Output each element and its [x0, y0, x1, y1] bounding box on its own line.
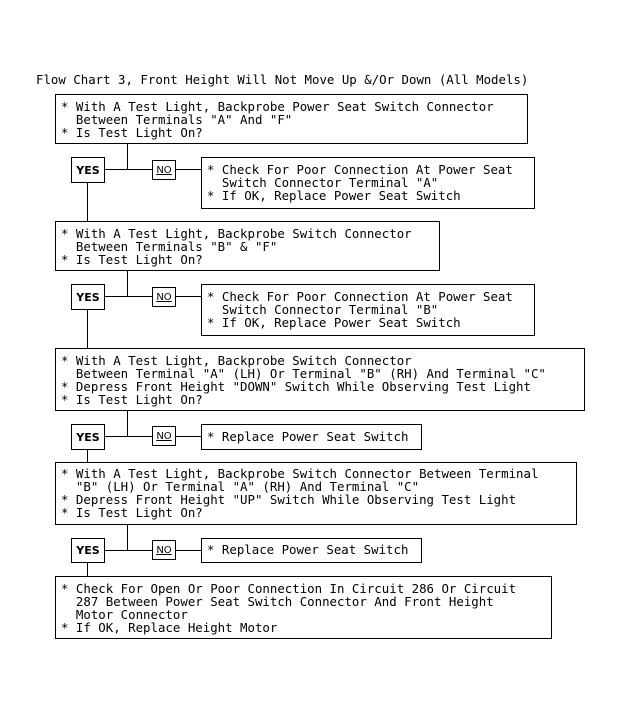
- yes-label-4: YES: [71, 538, 105, 563]
- step-2-line-2: Between Terminals "B" & "F": [61, 239, 278, 254]
- no-label-2-text: NO: [156, 291, 172, 303]
- step-5-line-4: * If OK, Replace Height Motor: [61, 620, 278, 635]
- step-box-1: * With A Test Light, Backprobe Power Sea…: [55, 94, 528, 144]
- connector-line: [87, 310, 88, 348]
- connector-line: [105, 296, 152, 297]
- no-action-2-line-3: * If OK, Replace Power Seat Switch: [207, 315, 461, 330]
- step-2-line-1: * With A Test Light, Backprobe Switch Co…: [61, 226, 412, 241]
- no-action-1-line-1: * Check For Poor Connection At Power Sea…: [207, 162, 513, 177]
- step-1-line-2: Between Terminals "A" And "F": [61, 112, 293, 127]
- no-action-box-3: * Replace Power Seat Switch: [201, 424, 422, 450]
- connector-line: [127, 411, 128, 436]
- step-5-line-2: 287 Between Power Seat Switch Connector …: [61, 594, 494, 609]
- step-box-4: * With A Test Light, Backprobe Switch Co…: [55, 462, 577, 525]
- no-label-1: NO: [152, 160, 176, 180]
- step-3-line-3: * Depress Front Height "DOWN" Switch Whi…: [61, 379, 531, 394]
- connector-line: [127, 144, 128, 169]
- step-4-line-4: * Is Test Light On?: [61, 505, 203, 520]
- no-label-4-text: NO: [156, 544, 172, 556]
- no-label-1-text: NO: [156, 164, 172, 176]
- no-label-4: NO: [152, 540, 176, 560]
- no-action-box-4: * Replace Power Seat Switch: [201, 538, 422, 563]
- connector-line: [176, 169, 201, 170]
- connector-line: [87, 563, 88, 576]
- connector-line: [127, 271, 128, 296]
- step-box-5: * Check For Open Or Poor Connection In C…: [55, 576, 552, 639]
- connector-line: [176, 550, 201, 551]
- connector-line: [127, 525, 128, 550]
- no-action-1-line-3: * If OK, Replace Power Seat Switch: [207, 188, 461, 203]
- no-label-3: NO: [152, 426, 176, 446]
- no-action-4-line-1: * Replace Power Seat Switch: [207, 542, 409, 557]
- step-2-line-3: * Is Test Light On?: [61, 252, 203, 267]
- step-5-line-1: * Check For Open Or Poor Connection In C…: [61, 581, 517, 596]
- connector-line: [87, 450, 88, 462]
- no-label-2: NO: [152, 287, 176, 307]
- step-3-line-1: * With A Test Light, Backprobe Switch Co…: [61, 353, 412, 368]
- step-box-2: * With A Test Light, Backprobe Switch Co…: [55, 221, 440, 271]
- step-5-line-3: Motor Connector: [61, 607, 188, 622]
- step-1-line-3: * Is Test Light On?: [61, 125, 203, 140]
- no-action-2-line-1: * Check For Poor Connection At Power Sea…: [207, 289, 513, 304]
- no-label-3-text: NO: [156, 430, 172, 442]
- no-action-2-line-2: Switch Connector Terminal "B": [207, 302, 439, 317]
- no-action-1-line-2: Switch Connector Terminal "A": [207, 175, 439, 190]
- chart-title: Flow Chart 3, Front Height Will Not Move…: [36, 72, 529, 87]
- yes-label-3: YES: [71, 424, 105, 450]
- yes-label-1: YES: [71, 157, 105, 183]
- yes-label-2: YES: [71, 284, 105, 310]
- step-1-line-1: * With A Test Light, Backprobe Power Sea…: [61, 99, 494, 114]
- connector-line: [87, 183, 88, 221]
- no-action-box-2: * Check For Poor Connection At Power Sea…: [201, 284, 535, 336]
- connector-line: [176, 296, 201, 297]
- step-4-line-1: * With A Test Light, Backprobe Switch Co…: [61, 466, 539, 481]
- step-box-3: * With A Test Light, Backprobe Switch Co…: [55, 348, 585, 411]
- step-4-line-2: "B" (LH) Or Terminal "A" (RH) And Termin…: [61, 479, 420, 494]
- step-3-line-2: Between Terminal "A" (LH) Or Terminal "B…: [61, 366, 546, 381]
- step-4-line-3: * Depress Front Height "UP" Switch While…: [61, 492, 517, 507]
- step-3-line-4: * Is Test Light On?: [61, 392, 203, 407]
- connector-line: [105, 550, 152, 551]
- no-action-3-line-1: * Replace Power Seat Switch: [207, 429, 409, 444]
- no-action-box-1: * Check For Poor Connection At Power Sea…: [201, 157, 535, 209]
- connector-line: [105, 169, 152, 170]
- connector-line: [176, 436, 201, 437]
- connector-line: [105, 436, 152, 437]
